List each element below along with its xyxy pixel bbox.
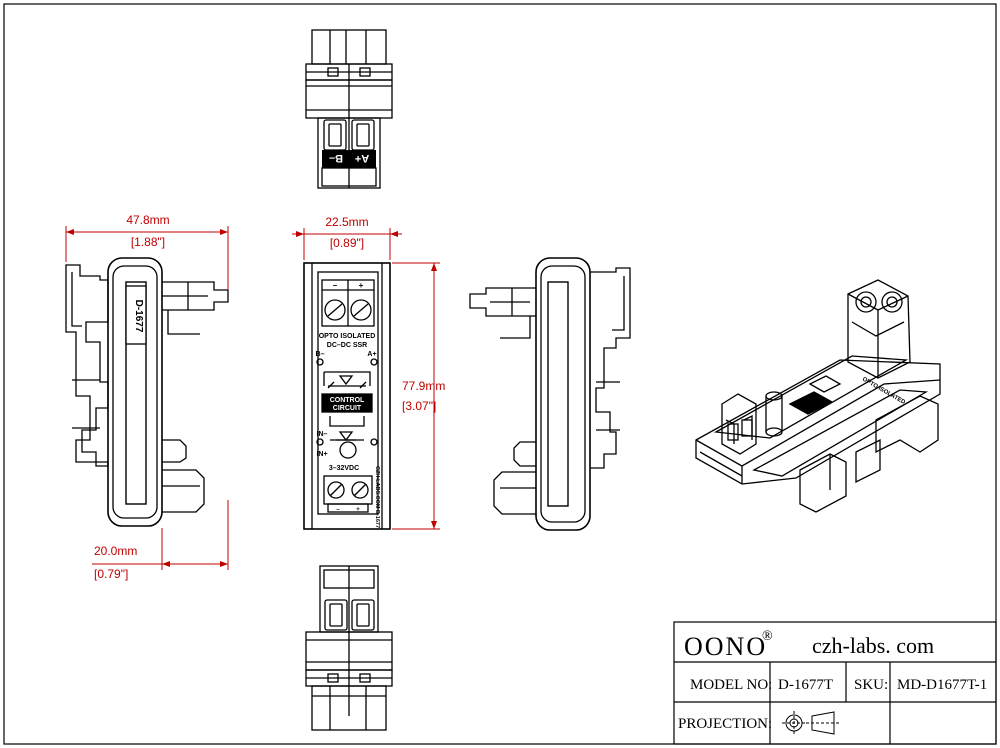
- projection-label: PROJECTION:: [678, 716, 772, 732]
- model-value: D-1677T: [778, 677, 833, 693]
- isometric-view: [695, 279, 941, 513]
- pcb-pin-in-plus: IN+: [316, 451, 327, 458]
- pcb-title-line2: DC–DC SSR: [327, 342, 367, 349]
- pcb-voltage: 3–32VDC: [329, 465, 359, 472]
- dimension-lines: [65, 226, 440, 570]
- pcb-pin-a-plus: A+: [367, 351, 376, 358]
- connector-label-a-plus: A+: [355, 152, 369, 164]
- pcb-top-terminal-plus: +: [359, 281, 364, 290]
- pcb-control-line2: CIRCUIT: [333, 405, 362, 412]
- right-side-view: [469, 257, 631, 531]
- pcb-title-line1: OPTO ISOLATED: [319, 333, 376, 340]
- model-label: MODEL NO:: [690, 677, 772, 693]
- dim-module-width-mm: 22.5mm: [325, 215, 368, 229]
- pcb-bottom-terminal-plus: +: [356, 507, 360, 513]
- dim-height-inch: [3.07"]: [402, 399, 436, 413]
- dim-module-width-inch: [0.89"]: [330, 236, 364, 250]
- bottom-connector-view: [305, 565, 393, 731]
- pcb-control-line1: CONTROL: [330, 397, 365, 404]
- iso-label-text: OPTO ISOLATED: [861, 377, 907, 407]
- top-connector-label-bg: [322, 150, 376, 168]
- pcb-pin-b-minus: B–: [316, 351, 325, 358]
- dim-height-mm: 77.9mm: [402, 379, 445, 393]
- sku-label: SKU:: [854, 677, 888, 693]
- left-side-view: [65, 257, 229, 527]
- website: czh-labs. com: [812, 633, 934, 658]
- brand-name: OONO: [684, 632, 767, 661]
- front-view: [303, 262, 391, 530]
- pcb-side-text: CZH-LABS.COM D-1677: [374, 466, 380, 528]
- pcb-top-terminal-minus: –: [333, 281, 338, 290]
- dim-width-mm: 47.8mm: [126, 213, 169, 227]
- connector-label-b-minus: B–: [329, 152, 343, 164]
- pcb-pin-in-minus: IN–: [317, 431, 328, 438]
- pcb-bottom-terminal-minus: –: [336, 507, 340, 513]
- side-label: D-1677: [133, 300, 144, 333]
- title-block: [673, 621, 997, 745]
- brand-registered-mark: ®: [762, 629, 773, 644]
- dim-offset-mm: 20.0mm: [94, 544, 137, 558]
- projection-symbol-icon: [782, 711, 840, 735]
- dim-width-inch: [1.88"]: [131, 235, 165, 249]
- sku-value: MD-D1677T-1: [897, 677, 987, 693]
- sheet-border: [3, 3, 997, 745]
- dim-offset-inch: [0.79"]: [94, 567, 128, 581]
